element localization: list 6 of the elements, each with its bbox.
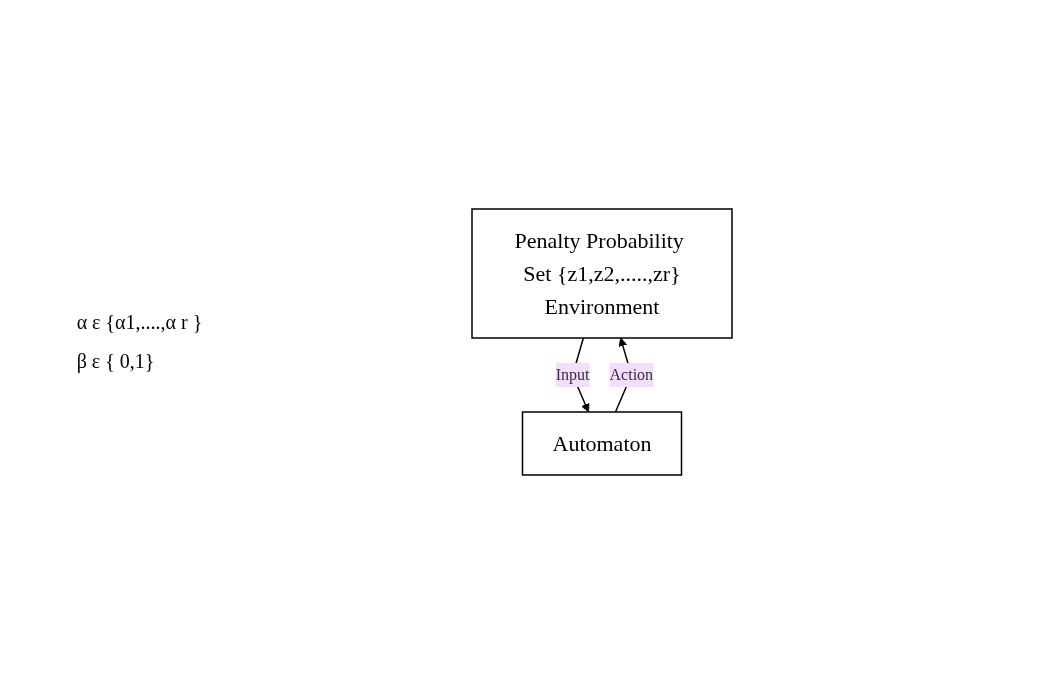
edge-label: Action xyxy=(609,366,654,383)
node-box: Automaton xyxy=(522,411,683,476)
set-notation: α ε {α1,....,α r } xyxy=(76,311,203,334)
set-notation: β ε { 0,1} xyxy=(76,350,156,373)
edge-label: Input xyxy=(556,366,590,383)
node-box: Penalty Probability Set {z1,z2,.....,zr} Environment xyxy=(471,208,734,339)
